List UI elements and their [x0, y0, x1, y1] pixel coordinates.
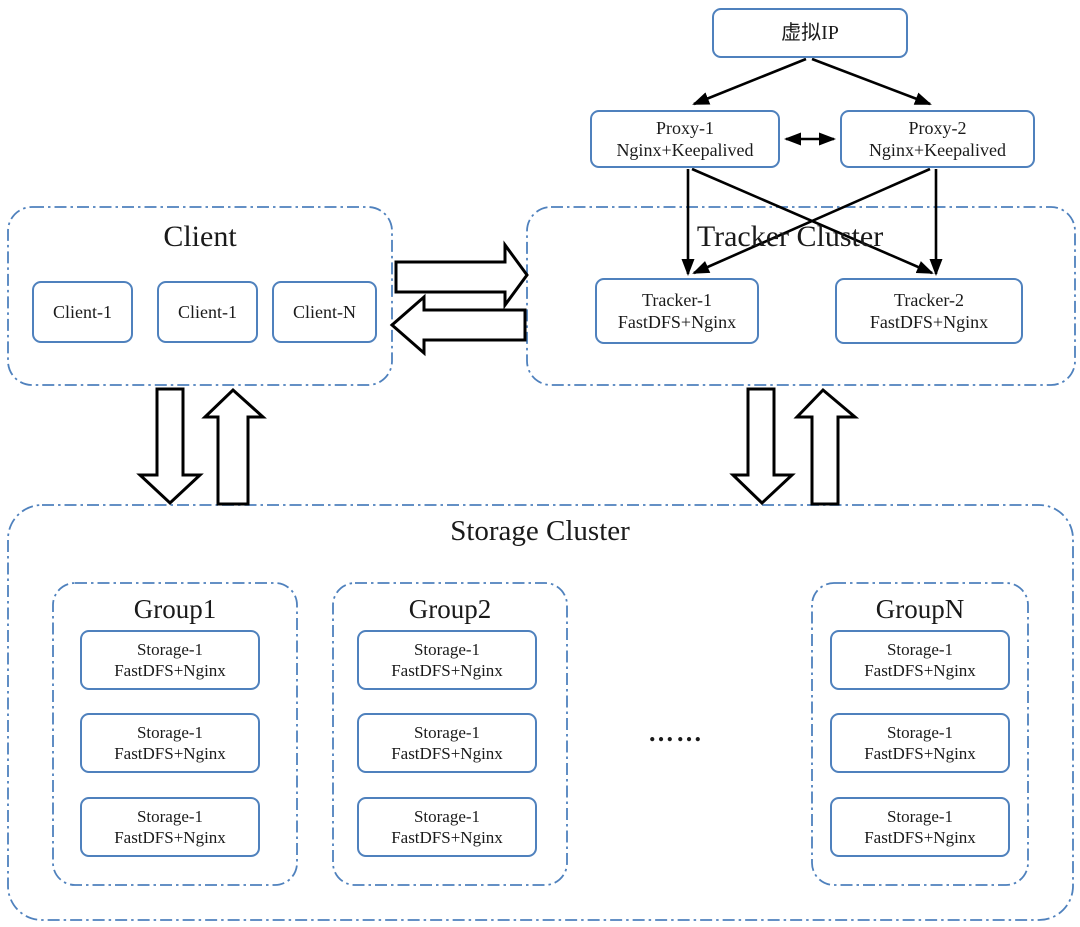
proxy-2-stack: Nginx+Keepalived: [868, 140, 1007, 160]
virtual-ip-node: 虚拟IP: [712, 8, 908, 58]
arrow-proxy2-to-tracker1: [692, 167, 931, 275]
virtual-ip-label: 虚拟IP: [781, 21, 839, 44]
storage-node-name: Storage-1: [136, 639, 204, 659]
storage-node-name: Storage-1: [413, 806, 481, 826]
block-arrow-tracker-to-client: [389, 293, 527, 357]
group2-storage-2-node: Storage-1 FastDFS+Nginx: [357, 713, 537, 773]
block-arrow-storage-to-tracker: [793, 387, 860, 506]
tracker-2-stack: FastDFS+Nginx: [869, 312, 989, 332]
proxy-2-node: Proxy-2 Nginx+Keepalived: [840, 110, 1035, 168]
client-n-label: Client-N: [293, 301, 356, 322]
client-2-node: Client-1: [157, 281, 258, 343]
storage-node-name: Storage-1: [136, 722, 204, 742]
group1-storage-3-node: Storage-1 FastDFS+Nginx: [80, 797, 260, 857]
proxy-1-stack: Nginx+Keepalived: [616, 140, 754, 160]
groupN-border: [811, 582, 1029, 886]
tracker-2-node: Tracker-2 FastDFS+Nginx: [835, 278, 1023, 344]
client-n-node: Client-N: [272, 281, 377, 343]
arrow-vip-to-proxy1: [692, 57, 807, 106]
storage-node-name: Storage-1: [413, 639, 481, 659]
client-cluster-border: [7, 206, 393, 386]
storage-node-stack: FastDFS+Nginx: [391, 828, 503, 847]
storage-node-stack: FastDFS+Nginx: [864, 744, 976, 763]
groupN-storage-3-node: Storage-1 FastDFS+Nginx: [830, 797, 1010, 857]
group2-title: Group2: [408, 594, 492, 624]
storage-node-stack: FastDFS+Nginx: [114, 661, 226, 680]
client-2-label: Client-1: [178, 301, 237, 322]
storage-node-stack: FastDFS+Nginx: [391, 661, 503, 680]
storage-node-stack: FastDFS+Nginx: [864, 828, 976, 847]
group1-title: Group1: [133, 594, 217, 624]
storage-node-name: Storage-1: [413, 722, 481, 742]
group1-storage-1-node: Storage-1 FastDFS+Nginx: [80, 630, 260, 690]
storage-node-stack: FastDFS+Nginx: [864, 661, 976, 680]
group2-border: [332, 582, 568, 886]
client-1-node: Client-1: [32, 281, 133, 343]
groupN-storage-2-node: Storage-1 FastDFS+Nginx: [830, 713, 1010, 773]
proxy-1-node: Proxy-1 Nginx+Keepalived: [590, 110, 780, 168]
storage-node-stack: FastDFS+Nginx: [114, 828, 226, 847]
tracker-cluster-border: [526, 206, 1076, 386]
client-cluster-title: Client: [163, 220, 237, 253]
block-arrow-client-to-storage: [136, 387, 204, 506]
groupN-storage-1-node: Storage-1 FastDFS+Nginx: [830, 630, 1010, 690]
block-arrow-storage-to-client: [201, 387, 267, 506]
more-groups-ellipsis: ……: [648, 718, 704, 747]
storage-node-stack: FastDFS+Nginx: [391, 744, 503, 763]
storage-cluster-title: Storage Cluster: [450, 515, 630, 547]
block-arrow-tracker-to-storage: [729, 387, 796, 506]
tracker-1-name: Tracker-1: [642, 289, 712, 310]
block-arrow-client-to-tracker: [394, 240, 529, 310]
proxy-1-name: Proxy-1: [656, 117, 714, 138]
storage-node-name: Storage-1: [886, 722, 954, 742]
tracker-cluster-title: Tracker Cluster: [696, 220, 884, 253]
storage-node-name: Storage-1: [886, 639, 954, 659]
groupN-title: GroupN: [875, 594, 965, 624]
tracker-2-name: Tracker-2: [894, 289, 964, 310]
tracker-1-node: Tracker-1 FastDFS+Nginx: [595, 278, 759, 344]
storage-node-name: Storage-1: [136, 806, 204, 826]
group2-storage-3-node: Storage-1 FastDFS+Nginx: [357, 797, 537, 857]
proxy-2-name: Proxy-2: [908, 117, 967, 138]
group1-storage-2-node: Storage-1 FastDFS+Nginx: [80, 713, 260, 773]
storage-node-stack: FastDFS+Nginx: [114, 744, 226, 763]
client-1-label: Client-1: [53, 301, 112, 322]
storage-node-name: Storage-1: [886, 806, 954, 826]
storage-cluster-border: [7, 504, 1074, 921]
group2-storage-1-node: Storage-1 FastDFS+Nginx: [357, 630, 537, 690]
arrow-vip-to-proxy2: [811, 57, 932, 106]
tracker-1-stack: FastDFS+Nginx: [617, 312, 737, 332]
group1-border: [52, 582, 298, 886]
